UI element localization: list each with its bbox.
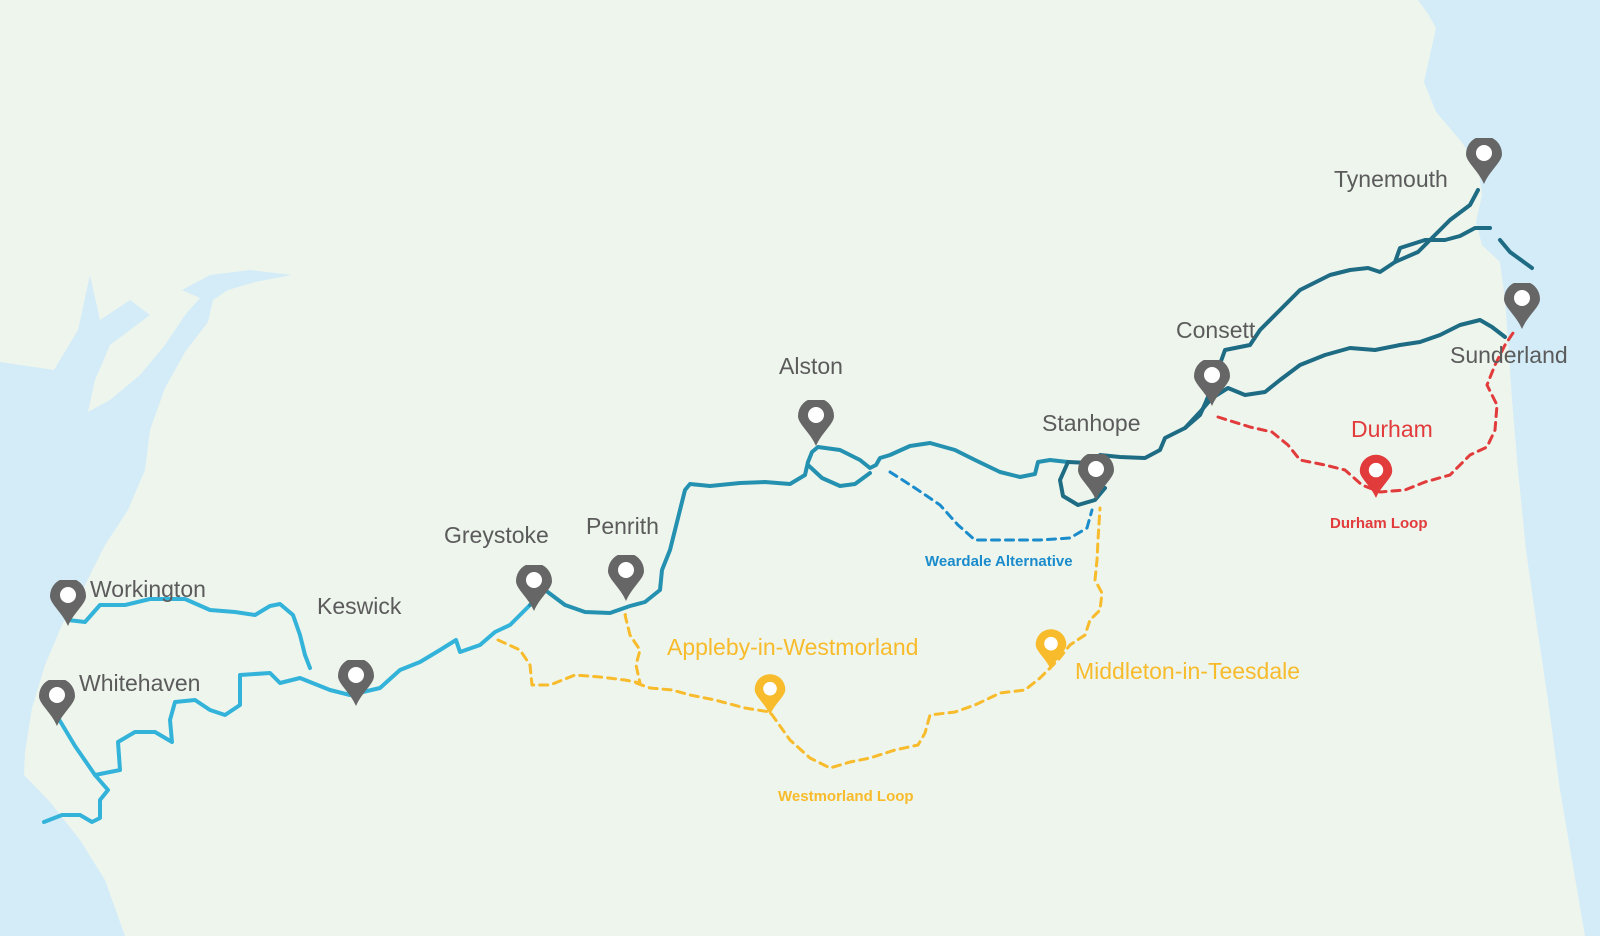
middleton-pin[interactable] — [1035, 629, 1067, 670]
appleby-label: Appleby-in-Westmorland — [667, 634, 918, 660]
appleby-pin[interactable] — [754, 674, 786, 715]
whitehaven-label: Whitehaven — [79, 670, 200, 696]
central-route — [528, 441, 1070, 615]
keswick-label: Keswick — [317, 593, 402, 619]
weardale-alternative-label: Weardale Alternative — [925, 553, 1073, 570]
tynemouth-label: Tynemouth — [1334, 166, 1448, 192]
penrith-label: Penrith — [586, 513, 659, 539]
westmorland-loop-label: Westmorland Loop — [778, 788, 914, 805]
consett-label: Consett — [1176, 317, 1256, 343]
durham-loop-route — [1216, 328, 1517, 494]
west-sea — [0, 270, 292, 936]
greystoke-label: Greystoke — [444, 522, 549, 548]
east-sea — [1418, 0, 1600, 936]
durham-label: Durham — [1351, 416, 1433, 442]
durham-pin[interactable] — [1359, 454, 1393, 498]
west-route — [42, 597, 532, 824]
durham-loop-label: Durham Loop — [1330, 515, 1428, 532]
workington-label: Workington — [90, 576, 206, 602]
westmorland-loop-route — [496, 506, 1104, 770]
weardale-alternative-route — [888, 470, 1094, 542]
alston-label: Alston — [779, 353, 843, 379]
stanhope-label: Stanhope — [1042, 410, 1140, 436]
sunderland-label: Sunderland — [1450, 342, 1568, 368]
middleton-label: Middleton-in-Teesdale — [1075, 658, 1300, 684]
